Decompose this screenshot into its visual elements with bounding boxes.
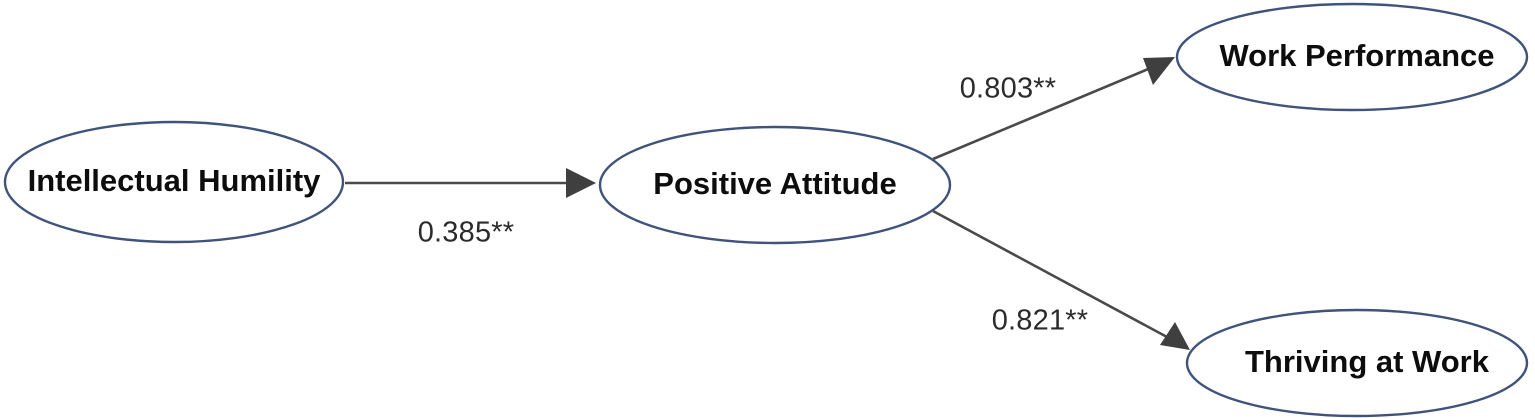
node-label-thriving-at-work: Thriving at Work [1245,344,1490,379]
edge-positive-attitude-to-thriving-at-work[interactable] [932,209,1190,350]
node-work-performance[interactable]: Work Performance [1175,2,1529,112]
node-shape-intellectual-humility [3,120,345,244]
node-label-positive-attitude: Positive Attitude [653,166,896,201]
node-shape-work-performance [1175,2,1529,112]
edge-coefficient-pa-to-tw: 0.821** [992,305,1089,337]
edge-coefficient-pa-to-wp: 0.803** [960,73,1057,105]
edge-line-pa-to-wp [932,60,1166,161]
node-thriving-at-work[interactable]: Thriving at Work [1185,308,1529,418]
node-label-work-performance: Work Performance [1219,38,1494,73]
arrow-head-ih-to-pa [566,168,596,198]
edge-line-pa-to-tw [932,209,1181,346]
node-shape-thriving-at-work [1185,308,1529,418]
edge-positive-attitude-to-work-performance[interactable] [932,57,1175,161]
node-shape-positive-attitude [598,125,952,245]
edge-intellectual-humility-to-positive-attitude[interactable] [345,168,596,198]
node-label-intellectual-humility: Intellectual Humility [28,163,322,198]
node-positive-attitude[interactable]: Positive Attitude [598,125,952,245]
edge-coefficient-ih-to-pa: 0.385** [418,217,515,249]
arrow-head-pa-to-wp [1143,57,1175,85]
node-intellectual-humility[interactable]: Intellectual Humility [3,120,345,244]
arrow-head-pa-to-tw [1160,322,1190,350]
